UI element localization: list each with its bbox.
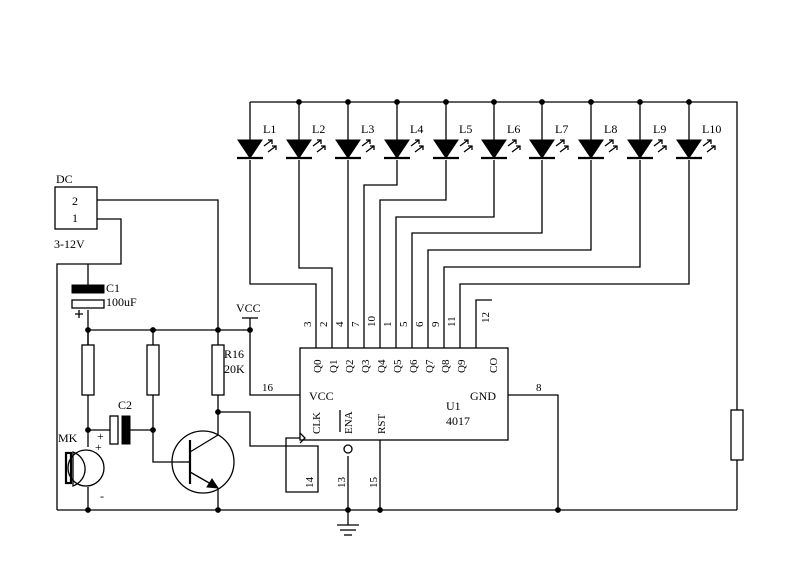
led-l2: L2 (286, 122, 326, 160)
led-label: L7 (555, 122, 568, 136)
gnd-pin-number: 8 (536, 382, 542, 394)
led-array: L1 L2 L3 L4 L5 (237, 122, 721, 160)
resistors: R16 20K (81, 344, 744, 461)
pin-number: 5 (398, 321, 410, 327)
capacitor-c2: C2 + (97, 398, 132, 445)
vcc-terminal: VCC (236, 301, 261, 319)
led-label: L6 (507, 122, 520, 136)
dc-connector: DC 2 1 3-12V (54, 172, 98, 251)
clk-pin-number: 14 (304, 477, 316, 489)
led-l10: L10 (676, 122, 721, 160)
resistor-left (81, 344, 95, 396)
rst-label: RST (376, 414, 388, 434)
led-l7: L7 (529, 122, 569, 160)
led-label: L8 (604, 122, 617, 136)
led-l4: L4 (384, 122, 424, 160)
led-label: L5 (459, 122, 472, 136)
r16-value: 20K (224, 362, 245, 376)
pin-number: 9 (430, 321, 442, 327)
c1-name: C1 (106, 281, 120, 295)
r16-name: R16 (224, 347, 244, 361)
ic-part: 4017 (446, 414, 470, 428)
led-label: L9 (653, 122, 666, 136)
resistor-right-rail (730, 409, 744, 461)
pin-number: 3 (302, 321, 314, 327)
microphone-mk: MK + - (58, 431, 105, 503)
pin-number: 11 (446, 316, 458, 327)
pin-number: 6 (414, 321, 426, 327)
output-label: Q2 (344, 360, 356, 373)
led-l9: L9 (627, 122, 667, 160)
clk-label: CLK (311, 412, 323, 434)
output-label: Q6 (408, 359, 420, 373)
capacitor-c1: C1 100uF (71, 281, 137, 318)
junction-dots (85, 99, 692, 513)
wires (56, 101, 738, 525)
led-label: L10 (702, 122, 721, 136)
output-label: Q3 (360, 359, 372, 373)
ground-icon (337, 524, 359, 536)
led-l6: L6 (481, 122, 521, 160)
resistor-r16 (211, 344, 225, 396)
dc-voltage: 3-12V (54, 237, 85, 251)
ic-4017: 3 2 4 7 10 1 5 6 9 11 12 Q0 Q1 Q2 Q3 Q4 … (262, 312, 542, 488)
output-label: Q7 (424, 359, 436, 373)
led-label: L2 (312, 122, 325, 136)
led-l3: L3 (335, 122, 375, 160)
dc-pin-1: 1 (72, 211, 78, 225)
ena-pin-number: 13 (336, 477, 348, 489)
output-label: Q5 (392, 359, 404, 373)
output-label: Q0 (312, 359, 324, 373)
dc-title: DC (56, 172, 73, 186)
output-label: Q9 (456, 359, 468, 373)
pin-number: 10 (366, 316, 378, 328)
output-label: Q8 (440, 359, 452, 373)
led-l5: L5 (433, 122, 473, 160)
mk-minus: - (100, 489, 104, 503)
led-l1: L1 (237, 122, 277, 160)
dc-pin-2: 2 (72, 194, 78, 208)
ic-vcc-label: VCC (309, 389, 334, 403)
output-label: Q1 (328, 360, 340, 373)
ic-gnd-label: GND (470, 389, 496, 403)
pin-number: 1 (382, 322, 394, 328)
pin-number: 7 (350, 321, 362, 327)
ic-name: U1 (446, 399, 461, 413)
mk-name: MK (58, 431, 78, 445)
led-label: L1 (263, 122, 276, 136)
led-label: L4 (410, 122, 423, 136)
mk-plus: + (95, 440, 102, 454)
output-label: CO (488, 358, 500, 373)
npn-transistor (171, 430, 235, 494)
c2-name: C2 (118, 398, 132, 412)
resistor-middle (146, 344, 160, 396)
led-label: L3 (361, 122, 374, 136)
led-l8: L8 (578, 122, 618, 160)
rst-pin-number: 15 (368, 477, 380, 489)
vcc-label: VCC (236, 301, 261, 315)
c2-plus: + (97, 429, 104, 443)
c1-value: 100uF (106, 295, 137, 309)
output-label: Q4 (376, 359, 388, 373)
pin-number: 12 (480, 312, 492, 323)
ena-label: ENA (343, 411, 355, 434)
pin-number: 2 (318, 322, 330, 328)
vcc-pin-number: 16 (262, 382, 274, 394)
pin-number: 4 (334, 321, 346, 327)
